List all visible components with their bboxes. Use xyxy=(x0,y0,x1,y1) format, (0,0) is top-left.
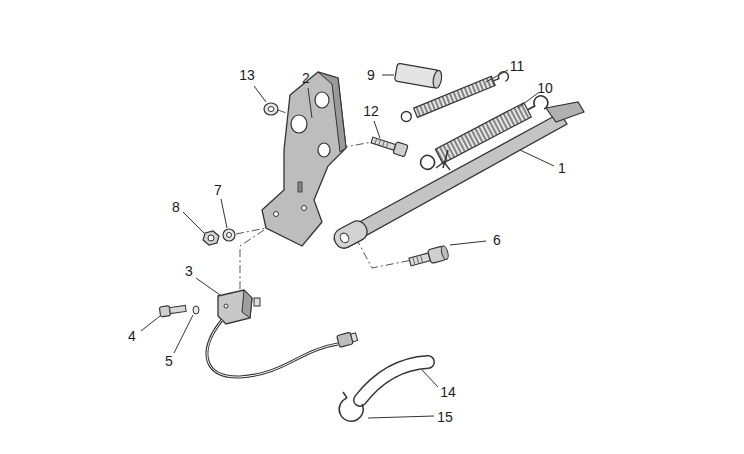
callout-number: 1 xyxy=(558,160,566,176)
callout-number: 3 xyxy=(185,263,193,279)
callout-number: 13 xyxy=(239,67,255,83)
callout-number: 2 xyxy=(302,70,310,86)
callout-number: 8 xyxy=(172,199,180,215)
callout-number: 11 xyxy=(510,58,525,74)
callout-number: 5 xyxy=(165,353,173,369)
callout-number: 15 xyxy=(437,409,453,425)
callout-number: 6 xyxy=(493,232,501,248)
callout-number: 4 xyxy=(128,328,136,344)
callout-number: 7 xyxy=(214,182,222,198)
callout-number: 9 xyxy=(367,67,375,83)
callout-number: 10 xyxy=(537,80,553,96)
callout-number: 14 xyxy=(440,384,456,400)
callout-number: 12 xyxy=(363,103,379,119)
